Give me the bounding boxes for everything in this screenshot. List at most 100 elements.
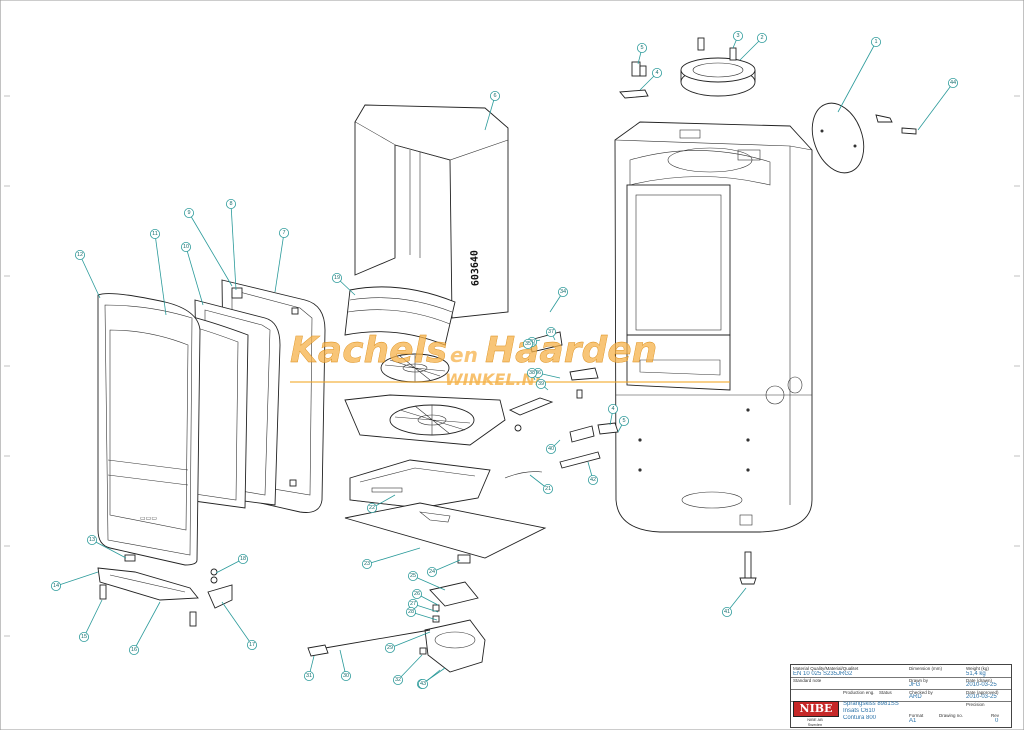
callout-number: 23 [364,561,370,567]
callout-number: 36 [535,370,541,376]
callout-2: 2 [739,33,768,61]
callout-number: 44 [950,80,956,86]
callout-number: 14 [53,583,59,589]
callout-21: 21 [529,474,554,494]
callout-number: 4 [611,406,614,412]
callout-31: 31 [303,655,315,682]
callout-8: 8 [225,198,237,291]
callout-number: 35 [525,341,531,347]
callout-9: 9 [183,207,233,287]
callout-number: 41 [724,609,730,615]
date1-label: Date (drawn) [966,678,993,683]
date1-value: 2010-03-25 [966,682,997,688]
callout-16: 16 [128,601,161,656]
callout-29: 29 [384,631,431,654]
weight-value: 51,4 kg [966,671,986,677]
watermark-word-en: en [450,343,478,367]
door-logo-mark: ▭▭▭ [140,515,157,522]
watermark-word-2: Haarden [485,330,657,371]
callout-number: 2 [760,35,763,41]
callout-18: 18 [215,554,248,574]
callout-17: 17 [221,601,257,651]
date2-label: Date (approved) [966,690,999,695]
callout-number: 7 [282,230,285,236]
callout-number: 39 [538,381,544,387]
drawn-label: Drawn by [909,678,929,683]
ash-pan [349,459,491,509]
callout-number: 10 [183,244,189,250]
flue-collar [680,37,756,97]
title-block: Material Quality/Material/Qualitet EN 10… [790,664,1012,728]
callout-number: 9 [187,210,190,216]
small-parts [504,331,757,585]
top-brackets [619,61,649,99]
callout-44: 44 [917,78,959,131]
manufacturer-address: NIBE AB Sweden [793,717,837,727]
callout-37: 37 [546,326,557,341]
callout-number: 4 [655,70,658,76]
weight-label: Weight (kg) [966,666,989,671]
material-value: EN 10 025 S235JRG2 [793,671,853,677]
stove-body [614,121,813,533]
callout-layer: 1234567891011121314151617181920212223242… [51,30,959,690]
watermark: Kachels en Haarden WINKEL.NL [290,330,730,389]
grates [344,353,506,446]
callout-23: 23 [361,547,421,570]
callout-number: 8 [229,201,232,207]
callout-30: 30 [339,649,351,682]
callout-number: 12 [77,252,83,258]
callout-25: 25 [407,571,446,591]
panel-marking: 603640 [469,250,481,286]
callout-1: 1 [837,37,882,113]
callout-number: 28 [408,609,414,615]
callout-number: 13 [89,537,95,543]
callout-number: 26 [414,591,420,597]
bottom-plate [344,502,547,564]
door-handle [97,554,233,627]
watermark-word-1: Kachels [290,330,447,371]
date2-value: 2010-03-25 [966,694,997,700]
callout-28: 28 [405,607,438,621]
title-line-3: Contura 800 [843,715,877,721]
baffle-plate: 603640 [354,104,509,319]
side-liner-plate [344,286,456,346]
callout-42: 42 [587,461,599,485]
drawing-no-label: Drawing no. [939,713,964,718]
manufacturer-line-1: NIBE AB [807,717,823,722]
callout-number: 32 [395,677,401,683]
callout-7: 7 [274,227,289,293]
callout-number: 31 [306,673,312,679]
format-label: Format [909,713,924,718]
callout-number: 38 [529,370,535,376]
callout-number: 17 [249,642,255,648]
callout-number: 40 [548,446,554,452]
production-label: Production eng. [843,690,875,695]
format-value: A1 [909,718,917,724]
status-label: Status [879,690,892,695]
callout-number: 21 [545,486,551,492]
callout-number: 16 [131,647,137,653]
callout-15: 15 [79,599,103,643]
rev-label: Rev [991,713,1000,718]
callout-10: 10 [180,241,204,306]
callout-number: 25 [410,573,416,579]
manufacturer-line-2: Sweden [807,722,823,727]
callout-38: 38 [527,367,538,381]
callout-14: 14 [51,571,99,592]
callout-12: 12 [75,249,101,299]
callout-40: 40 [546,439,561,454]
prec-label: Precision [966,702,985,707]
material-label: Material Quality/Material/Qualitet [793,666,859,671]
standard-label: Standard note [793,678,822,683]
air-valve-assembly [307,581,486,673]
callout-26: 26 [411,589,439,606]
callout-number: 29 [387,645,393,651]
callout-22: 22 [366,494,396,513]
callout-number: 1 [874,39,877,45]
checked-label: Checked by [909,690,933,695]
callout-11: 11 [149,228,167,316]
callout-41: 41 [722,587,747,618]
nibe-logo: NIBE [793,701,839,717]
watermark-domain: WINKEL.NL [445,370,545,389]
